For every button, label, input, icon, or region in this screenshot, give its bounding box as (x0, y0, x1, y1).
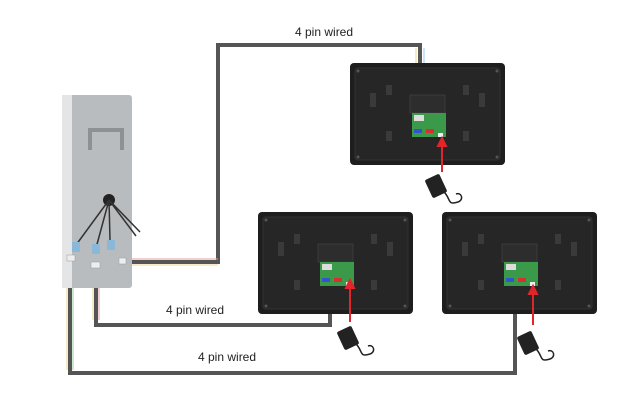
label-top-wire: 4 pin wired (295, 25, 353, 39)
power-arrow-2-icon (344, 277, 356, 322)
door-station (62, 95, 141, 288)
label-bottom-wire: 4 pin wired (198, 350, 256, 364)
power-arrow-3-icon (527, 283, 539, 325)
indoor-monitor-3 (441, 211, 598, 315)
label-middle-wire: 4 pin wired (166, 303, 224, 317)
indoor-monitor-1 (349, 62, 506, 166)
power-adapter-1-icon (423, 172, 463, 204)
power-arrow-1-icon (436, 135, 448, 172)
indoor-monitor-2 (257, 211, 414, 315)
power-adapter-3-icon (515, 329, 555, 361)
power-adapter-2-icon (335, 324, 375, 356)
